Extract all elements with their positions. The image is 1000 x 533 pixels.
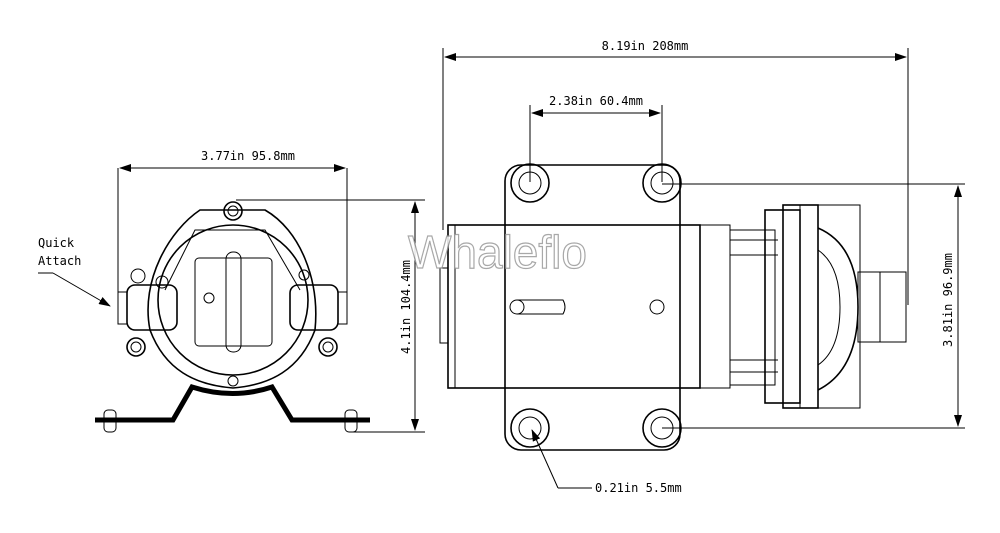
quick-attach-label-line2: Attach xyxy=(38,254,81,268)
front-width-label: 3.77in 95.8mm xyxy=(201,149,295,163)
quick-attach-port-left xyxy=(126,284,178,331)
quick-attach-label-line1: Quick xyxy=(38,236,75,250)
hole-diameter-label: 0.21in 5.5mm xyxy=(595,481,682,495)
mounting-hole-icon xyxy=(510,163,682,448)
mounting-plate xyxy=(504,164,681,451)
mounting-bracket xyxy=(95,383,370,423)
hole-spacing-label: 2.38in 60.4mm xyxy=(549,94,643,108)
front-view: 3.77in 95.8mm 4.1in 104.4mm Quick Attach xyxy=(38,149,425,433)
front-height-label: 4.1in 104.4mm xyxy=(399,260,413,354)
quick-attach-arrow xyxy=(52,272,111,307)
pump-head-housing xyxy=(147,209,317,389)
outlet-port xyxy=(857,271,907,343)
side-height-label: 3.81in 96.9mm xyxy=(941,253,955,347)
pump-head-dome xyxy=(817,227,859,391)
watermark-logo: Whaleflo xyxy=(408,226,587,278)
length-label: 8.19in 208mm xyxy=(602,39,689,53)
screw-icon xyxy=(126,201,338,387)
side-view: 8.19in 208mm 2.38in 60.4mm 3.81 xyxy=(439,39,965,495)
pump-head-circle xyxy=(157,224,309,376)
hole-diameter-leader xyxy=(531,429,559,489)
